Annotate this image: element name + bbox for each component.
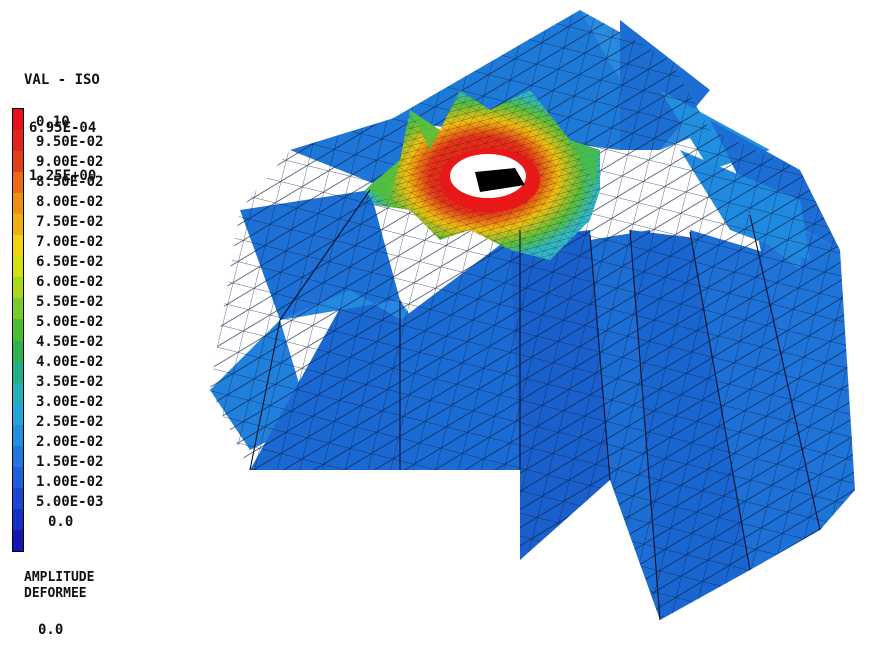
color-scale-label: 5.00E-03 — [36, 494, 104, 510]
legend-title: VAL - ISO — [24, 72, 100, 88]
color-scale-segment — [13, 193, 23, 215]
color-scale-label: 3.50E-02 — [36, 374, 104, 390]
color-scale-label: 9.00E-02 — [36, 154, 104, 170]
color-scale-label: 2.50E-02 — [36, 414, 104, 430]
color-scale-segment — [13, 319, 23, 341]
color-scale-segment — [13, 256, 23, 278]
color-scale-label: 6.00E-02 — [36, 274, 104, 290]
color-scale-label: 0.0 — [48, 514, 74, 530]
color-scale-label: 6.50E-02 — [36, 254, 104, 270]
color-scale-segment — [13, 151, 23, 173]
color-scale-label: 3.00E-02 — [36, 394, 104, 410]
color-scale-label: 7.50E-02 — [36, 214, 104, 230]
color-scale-label: 1.00E-02 — [36, 474, 104, 490]
amplitude-label-line1: AMPLITUDE — [24, 570, 95, 585]
stress-hotspot — [365, 90, 600, 260]
color-scale-label: 1.50E-02 — [36, 454, 104, 470]
amplitude-label-line2: DEFORMEE — [24, 586, 87, 601]
color-scale-segment — [13, 403, 23, 425]
color-scale-segment — [13, 172, 23, 194]
amplitude-value: 0.0 — [38, 622, 64, 638]
color-scale-label: 0.10 — [36, 114, 70, 130]
color-scale-label: 4.00E-02 — [36, 354, 104, 370]
color-scale-segment — [13, 214, 23, 236]
color-scale-segment — [13, 529, 23, 551]
legend-header: VAL - ISO > 6.95E-04 < 1.25E+00 — [12, 40, 100, 200]
color-scale-segment — [13, 235, 23, 257]
deformed-mesh-plot — [210, 10, 855, 621]
color-scale-label: 5.00E-02 — [36, 314, 104, 330]
color-scale-segment — [13, 109, 23, 131]
color-scale-segment — [13, 445, 23, 467]
amplitude-label: AMPLITUDE DEFORMEE — [24, 570, 94, 602]
color-scale-segment — [13, 466, 23, 488]
color-scale-segment — [13, 487, 23, 509]
color-scale-segment — [13, 424, 23, 446]
color-scale-label: 5.50E-02 — [36, 294, 104, 310]
color-scale-label: 8.50E-02 — [36, 174, 104, 190]
color-scale-label: 2.00E-02 — [36, 434, 104, 450]
color-scale-segment — [13, 298, 23, 320]
fold-lines — [249, 189, 821, 621]
color-scale-segment — [13, 340, 23, 362]
color-scale-segment — [13, 361, 23, 383]
color-scale-segment — [13, 382, 23, 404]
color-scale-label: 7.00E-02 — [36, 234, 104, 250]
color-scale-segment — [13, 508, 23, 530]
color-scale-label: 9.50E-02 — [36, 134, 104, 150]
color-scale-label: 4.50E-02 — [36, 334, 104, 350]
color-scale-segment — [13, 277, 23, 299]
color-scale-bar — [12, 108, 24, 552]
color-scale-label: 8.00E-02 — [36, 194, 104, 210]
color-scale-segment — [13, 130, 23, 152]
mesh-grid-overlay — [210, 10, 855, 620]
